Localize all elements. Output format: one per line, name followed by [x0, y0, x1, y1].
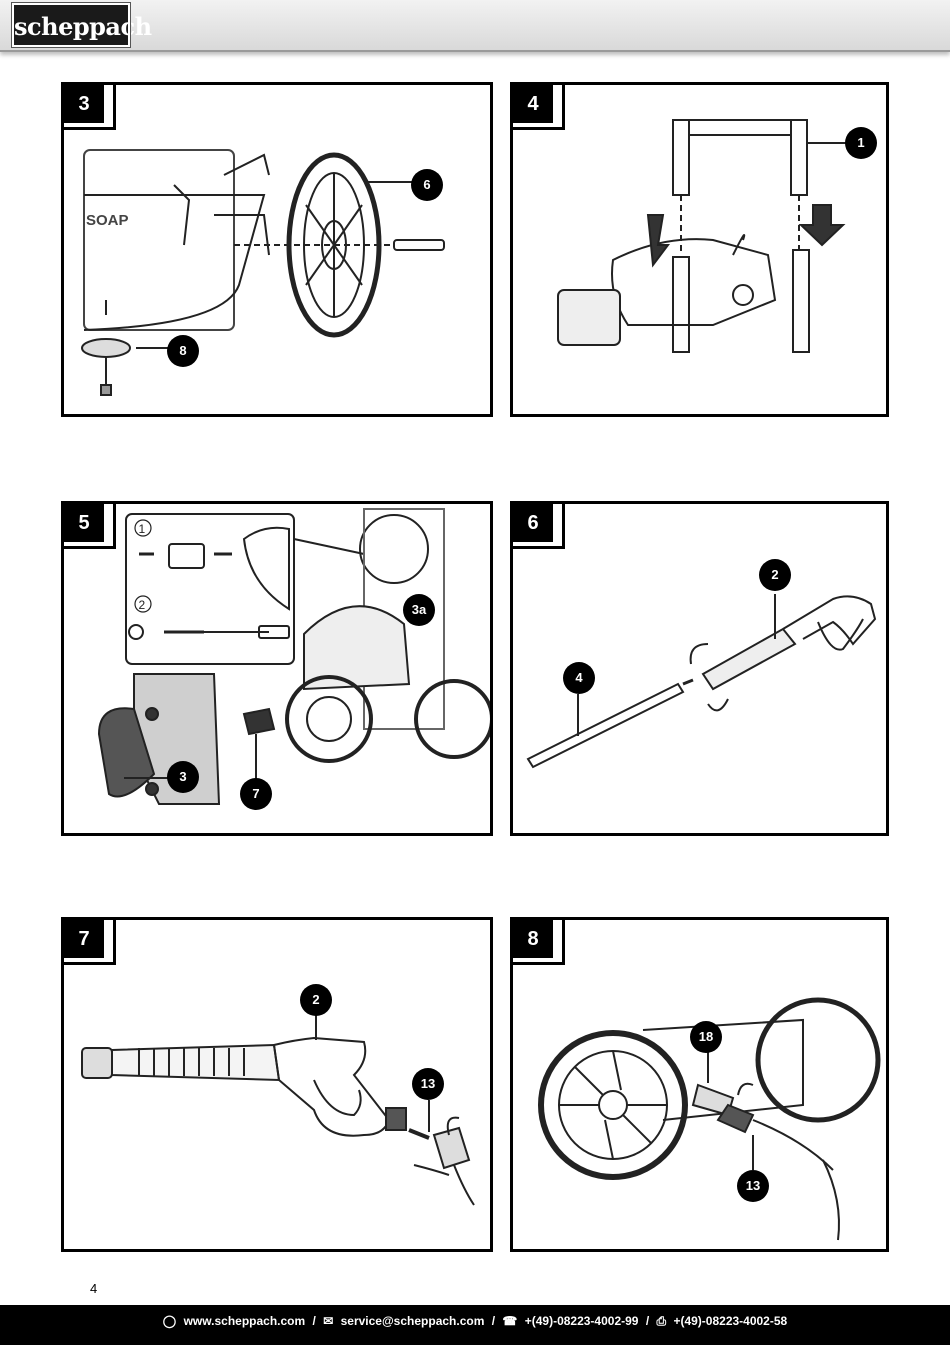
panel-number-tab: 7 [64, 920, 116, 965]
fax-icon: ⎙ [656, 1314, 667, 1328]
panel-number: 7 [64, 920, 104, 958]
panel-number: 6 [513, 504, 553, 542]
figure-panel-4: 4 1 [510, 82, 889, 417]
separator: / [491, 1314, 496, 1328]
handle-mounting-illustration [557, 119, 853, 353]
globe-icon: ◯ [162, 1314, 177, 1328]
hose-connection-pump-illustration [538, 997, 881, 1241]
soap-label: SOAP [86, 212, 129, 229]
callout-1: 1 [845, 127, 877, 159]
step-marker-1: 1 [139, 522, 146, 536]
contact-line: ◯ www.scheppach.com / ✉ service@scheppac… [161, 1305, 789, 1337]
callout-3: 3 [167, 761, 199, 793]
figure-panel-7: 7 2 13 [61, 917, 493, 1252]
callout-2: 2 [759, 559, 791, 591]
callout-18: 18 [690, 1021, 722, 1053]
holder-mounting-illustration: 1 2 [97, 508, 490, 805]
callout-13: 13 [737, 1170, 769, 1202]
callout-13: 13 [412, 1068, 444, 1100]
panel-number-tab: 6 [513, 504, 565, 549]
fax-number: +(49)-08223-4002-58 [673, 1314, 788, 1328]
page-number: 4 [90, 1281, 98, 1296]
panel-number: 5 [64, 504, 104, 542]
callout-2: 2 [300, 984, 332, 1016]
callout-6: 6 [411, 169, 443, 201]
website-link[interactable]: www.scheppach.com [183, 1314, 306, 1328]
phone-number: +(49)-08223-4002-99 [524, 1314, 639, 1328]
email-link[interactable]: service@scheppach.com [340, 1314, 485, 1328]
panel-number-tab: 8 [513, 920, 565, 965]
wheel-mounting-illustration: SOAP [81, 149, 445, 396]
panel-number-tab: 5 [64, 504, 116, 549]
hose-connection-gun-illustration [81, 1015, 475, 1206]
figure-panel-6: 6 2 4 [510, 501, 889, 836]
mail-icon: ✉ [323, 1314, 334, 1328]
figure-panel-5: 1 2 5 3a 3 7 [61, 501, 493, 836]
step-marker-2: 2 [139, 598, 146, 612]
panel-number: 8 [513, 920, 553, 958]
panel-number: 4 [513, 85, 553, 123]
callout-3a: 3a [403, 594, 435, 626]
callout-7: 7 [240, 778, 272, 810]
panel-number-tab: 4 [513, 85, 565, 130]
page-header: scheppach [0, 0, 950, 52]
separator: / [312, 1314, 316, 1328]
page-footer: ◯ www.scheppach.com / ✉ service@scheppac… [0, 1305, 950, 1345]
panel-number: 3 [64, 85, 104, 123]
lance-assembly-illustration [526, 594, 877, 769]
panel-number-tab: 3 [64, 85, 116, 130]
callout-4: 4 [563, 662, 595, 694]
phone-icon: ☎ [502, 1314, 518, 1328]
separator: / [645, 1314, 650, 1328]
callout-8: 8 [167, 335, 199, 367]
brand-logo: scheppach [11, 2, 152, 48]
figure-panel-8: 8 18 13 [510, 917, 889, 1252]
figure-panel-3: SOAP 3 6 8 [61, 82, 493, 417]
